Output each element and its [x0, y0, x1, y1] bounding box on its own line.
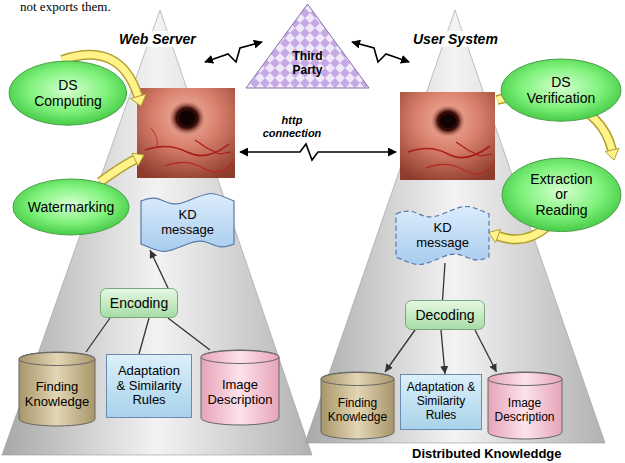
connector [475, 330, 497, 372]
system-heading: User System [410, 31, 501, 47]
node-text: KD message [414, 221, 472, 251]
link-zigzag [240, 144, 396, 160]
process-box: Encoding [100, 288, 178, 318]
node-text: Image Description [205, 378, 275, 408]
connector [86, 318, 110, 352]
endoscopic-image [137, 88, 235, 178]
connector [150, 250, 168, 288]
process-arrow [100, 153, 144, 182]
process-ellipse: Extraction or Reading [501, 157, 622, 233]
node-text: KD message [159, 208, 217, 238]
database-cylinder: Finding Knowledge [18, 352, 96, 427]
process-ellipse: Watermarking [12, 178, 130, 236]
node-text: Image Description [492, 397, 558, 425]
connector [441, 330, 445, 374]
rules-box: Adaptation & Similarity Rules [400, 374, 482, 430]
connector [168, 318, 210, 350]
node-text: Watermarking [28, 199, 115, 215]
connector [443, 263, 446, 300]
connector [139, 318, 149, 354]
message-banner: KD message [395, 208, 490, 263]
link-zigzag [205, 42, 262, 62]
system-heading: Web Server [116, 31, 199, 47]
link-zigzag [352, 42, 409, 62]
process-box: Decoding [405, 300, 485, 330]
node-text: Adaptation & Similarity Rules [112, 364, 186, 409]
node-text: Extraction or Reading [528, 172, 594, 218]
footer-label: Distributed Knowleddge [412, 447, 562, 462]
database-cylinder: Image Description [200, 350, 280, 426]
node-text: Finding Knowledge [326, 397, 390, 425]
connector [385, 330, 415, 372]
caption-fragment: not exports them. [20, 0, 111, 15]
process-ellipse: DS Verification [500, 58, 622, 122]
node-text: Finding Knowledge [23, 380, 91, 410]
database-cylinder: Image Description [487, 372, 563, 440]
node-text: Decoding [415, 307, 474, 323]
node-text: Adaptation & Similarity Rules [406, 381, 476, 422]
node-text: DS Verification [522, 74, 600, 106]
node-text: Third Party [286, 50, 330, 78]
endoscopic-image [400, 92, 495, 180]
link-label: http connection [256, 114, 328, 139]
node-text: DS Computing [29, 77, 107, 109]
message-banner: KD message [140, 195, 235, 250]
database-cylinder: Finding Knowledge [320, 372, 395, 440]
process-ellipse: DS Computing [8, 60, 128, 126]
party-triangle: Third Party [245, 3, 370, 89]
node-text: Encoding [110, 295, 168, 311]
rules-box: Adaptation & Similarity Rules [106, 354, 192, 418]
